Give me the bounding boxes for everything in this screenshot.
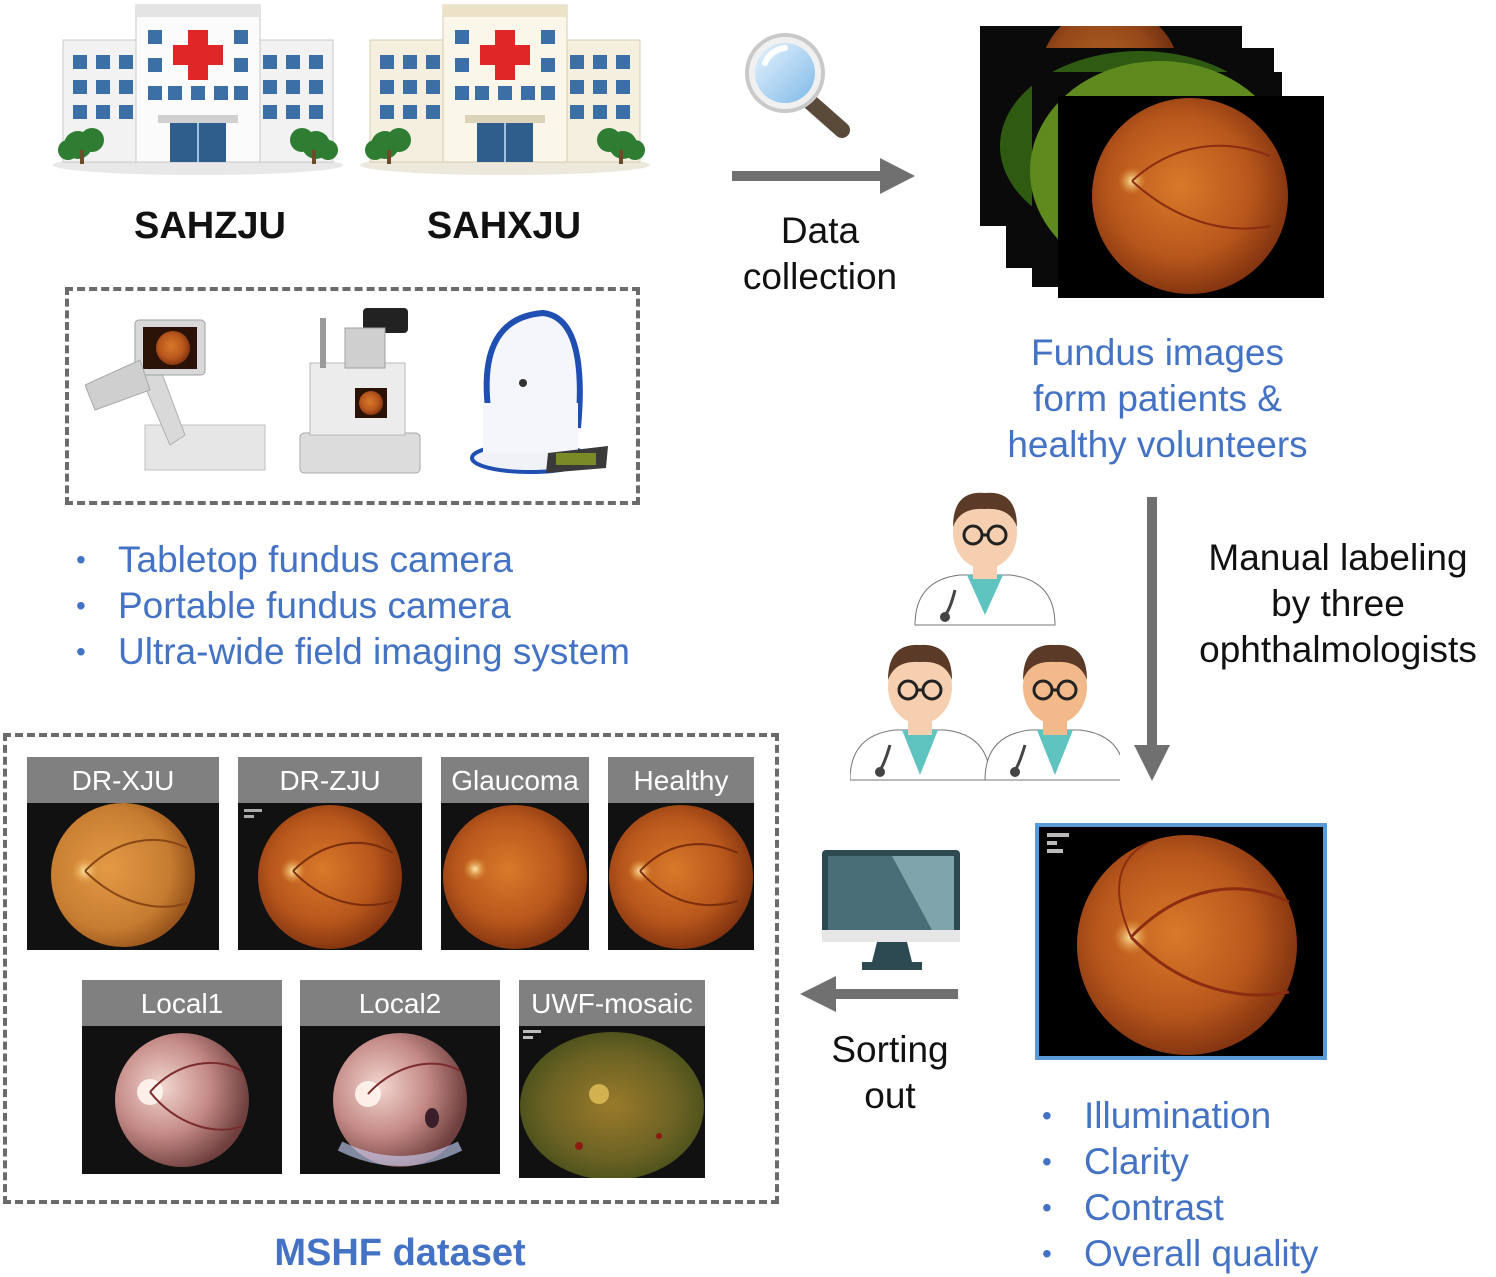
labeled-fundus-image [1035, 823, 1327, 1060]
labeling-line3: ophthalmologists [1199, 629, 1477, 670]
sorting-arrow [800, 976, 958, 1012]
hospital-icon [53, 4, 343, 175]
doctor-icon [914, 492, 1056, 626]
dataset-tile-dr-zju: DR-ZJU [238, 757, 422, 950]
labeling-arrow [1134, 497, 1170, 782]
tile-label: Glaucoma [441, 757, 589, 803]
device-list: Tabletop fundus camera Portable fundus c… [72, 537, 630, 675]
sorting-line2: out [864, 1075, 916, 1116]
tile-label: Local2 [300, 980, 500, 1026]
magnifier-icon [740, 28, 860, 143]
data-collection-line2: collection [742, 256, 898, 297]
hospital-label-sahzju: SAHZJU [133, 205, 287, 247]
fundus-camera-icon [468, 308, 613, 478]
doctor-icon [984, 644, 1126, 781]
devices-box [65, 287, 640, 505]
quality-criterion: Illumination [1038, 1093, 1318, 1139]
fundus-image-stack [980, 6, 1330, 301]
data-collection-label: Data collection [720, 208, 920, 300]
fundus-caption-line2: form patients & [1033, 378, 1282, 419]
tile-label: UWF-mosaic [519, 980, 705, 1026]
sorting-line1: Sorting [831, 1029, 949, 1070]
quality-criterion: Contrast [1038, 1185, 1318, 1231]
fundus-caption-line3: healthy volunteers [1007, 424, 1308, 465]
quality-criterion: Overall quality [1038, 1231, 1318, 1277]
quality-criterion: Clarity [1038, 1139, 1318, 1185]
device-item: Tabletop fundus camera [72, 537, 630, 583]
monitor-icon [822, 850, 962, 975]
dataset-title: MSHF dataset [274, 1232, 526, 1274]
hospital-icon [360, 4, 650, 175]
labeling-line2: by three [1271, 583, 1405, 624]
doctor-icon [849, 644, 991, 781]
labeling-label: Manual labeling by three ophthalmologist… [1180, 535, 1496, 673]
sorting-label: Sorting out [800, 1027, 980, 1119]
tile-label: Healthy [608, 757, 754, 803]
quality-criteria-list: Illumination Clarity Contrast Overall qu… [1038, 1093, 1318, 1277]
tile-label: DR-ZJU [238, 757, 422, 803]
hospital-sahxju [355, 0, 655, 180]
hospital-sahzju [48, 0, 348, 180]
fundus-caption: Fundus images form patients & healthy vo… [980, 330, 1335, 468]
dataset-box [3, 733, 779, 1204]
device-item: Portable fundus camera [72, 583, 630, 629]
hospital-label-sahxju: SAHXJU [426, 205, 582, 247]
device-item: Ultra-wide field imaging system [72, 629, 630, 675]
fundus-caption-line1: Fundus images [1031, 332, 1284, 373]
dataset-tile-local2: Local2 [300, 980, 500, 1174]
dataset-tile-local1: Local1 [82, 980, 282, 1174]
tile-label: DR-XJU [27, 757, 219, 803]
labeling-line1: Manual labeling [1208, 537, 1468, 578]
fundus-camera-icon [84, 315, 275, 475]
data-collection-arrow [732, 158, 917, 194]
dataset-tile-glaucoma: Glaucoma [441, 757, 589, 950]
dataset-tile-uwf-mosaic: UWF-mosaic [519, 980, 705, 1178]
data-collection-line1: Data [780, 210, 860, 251]
fundus-camera-icon [285, 308, 435, 478]
dataset-tile-healthy: Healthy [608, 757, 754, 950]
dataset-tile-dr-xju: DR-XJU [27, 757, 219, 950]
tile-label: Local1 [82, 980, 282, 1026]
ophthalmologist-group [849, 485, 1126, 785]
